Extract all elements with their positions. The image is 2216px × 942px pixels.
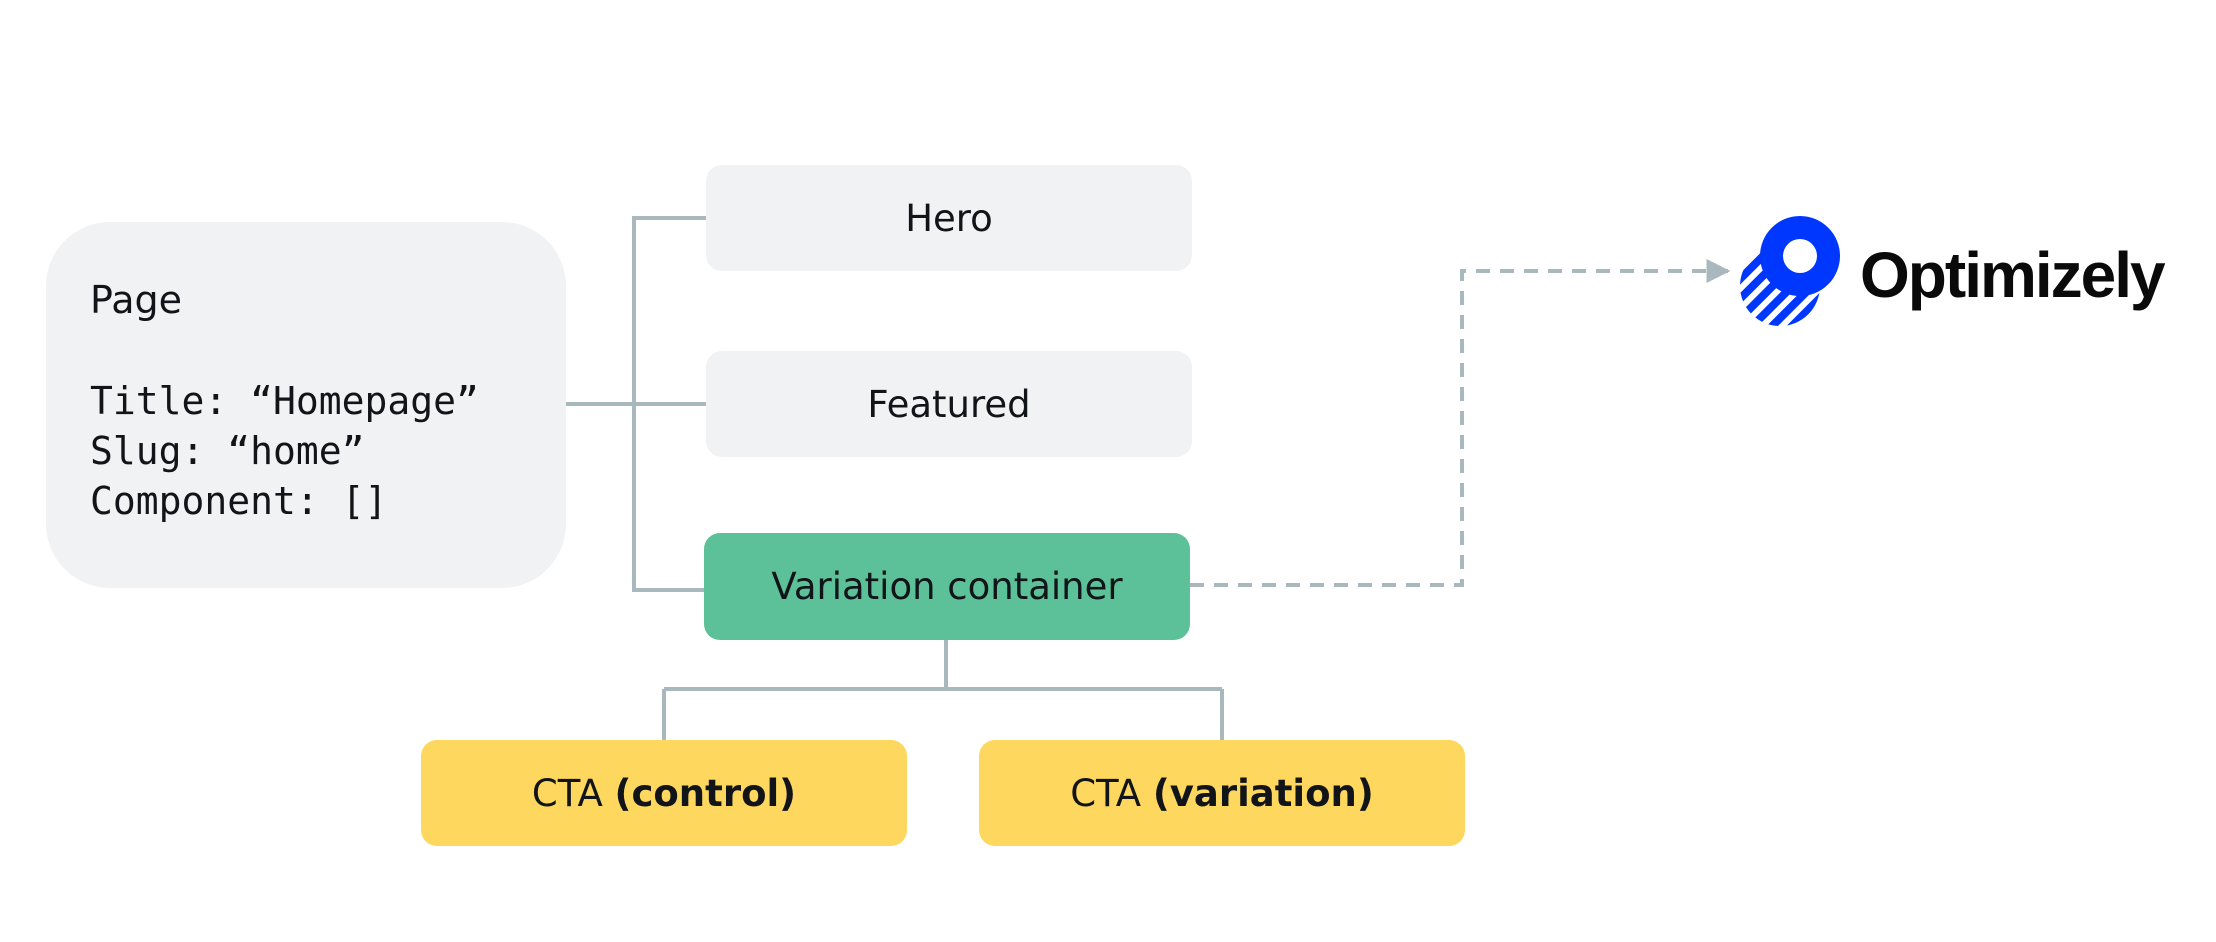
variants-tree-line	[662, 640, 1224, 740]
cta-control-prefix: CTA	[531, 771, 603, 815]
cta-variation-box: CTA (variation)	[979, 740, 1465, 846]
featured-label: Featured	[867, 382, 1031, 426]
variation-container-label: Variation container	[771, 565, 1123, 608]
cta-variation-prefix: CTA	[1070, 771, 1142, 815]
cta-control-box: CTA (control)	[421, 740, 907, 846]
hero-box: Hero	[706, 165, 1192, 271]
page-field-title: Title: “Homepage”	[90, 379, 479, 423]
variation-container-box: Variation container	[704, 533, 1190, 640]
optimizely-mark-icon	[1740, 216, 1840, 326]
page-card: Page Title: “Homepage” Slug: “home” Comp…	[46, 222, 566, 588]
optimizely-link-arrow	[1190, 259, 1731, 587]
page-field-component: Component: []	[90, 479, 388, 523]
featured-box: Featured	[706, 351, 1192, 457]
hero-label: Hero	[905, 196, 993, 240]
cta-variation-tag: (variation)	[1152, 771, 1374, 815]
page-field-slug: Slug: “home”	[90, 429, 365, 473]
optimizely-wordmark: Optimizely	[1860, 239, 2166, 311]
page-card-title: Page	[90, 278, 182, 322]
optimizely-logo: Optimizely	[1738, 216, 2178, 332]
cta-control-tag: (control)	[614, 771, 797, 815]
